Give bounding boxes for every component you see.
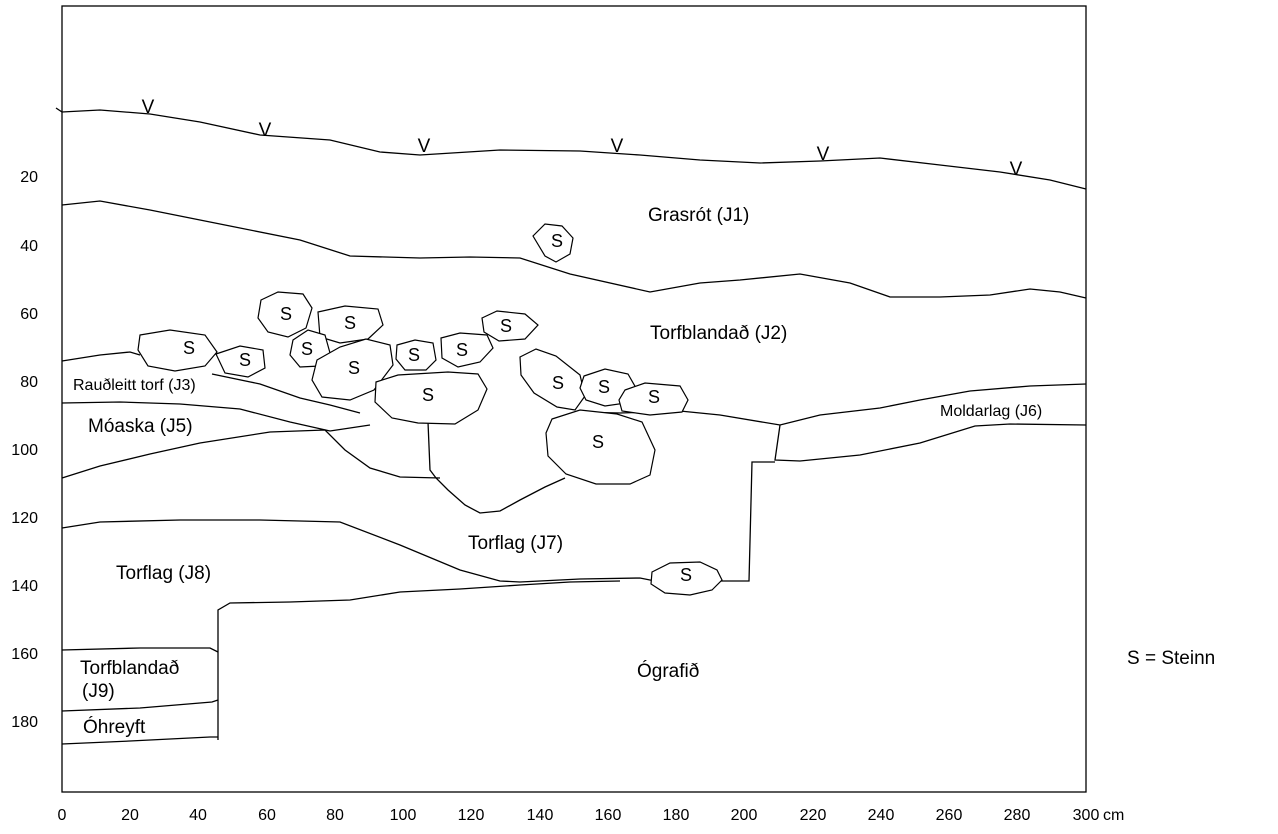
x-tick-label: 240	[868, 807, 895, 824]
stone	[650, 561, 723, 596]
x-tick-label: 300	[1073, 807, 1100, 824]
x-tick-label: 260	[936, 807, 963, 824]
x-axis: 0 20 40 60 80 100 120 140 160 180 200 22…	[58, 807, 1125, 824]
y-tick-label: 80	[20, 374, 38, 391]
stone	[374, 371, 488, 425]
stone	[311, 338, 394, 401]
stone-label: S	[592, 432, 604, 452]
layer-labels: Grasrót (J1) Torfblandað (J2) Rauðleitt …	[73, 205, 1042, 738]
layer-label-j3: Rauðleitt torf (J3)	[73, 377, 196, 394]
layer-label-j7: Torflag (J7)	[468, 533, 563, 554]
vegetation-mark: V	[142, 97, 155, 118]
layer-label-undisturbed: Óhreyft	[83, 716, 146, 738]
stone	[545, 409, 656, 485]
stone	[618, 382, 689, 416]
j2-lower-boundary	[211, 373, 361, 414]
stone	[395, 339, 437, 371]
x-tick-label: 20	[121, 807, 139, 824]
unexcavated-right-boundary	[720, 461, 775, 582]
j6-lower-boundary	[774, 423, 1087, 462]
x-tick-label: 140	[527, 807, 554, 824]
stone	[440, 332, 494, 368]
y-tick-label: 20	[20, 169, 38, 186]
x-tick-label: 180	[663, 807, 690, 824]
stone-label: S	[183, 338, 195, 358]
x-axis-unit: cm	[1103, 807, 1124, 824]
layer-label-j1: Grasrót (J1)	[648, 205, 749, 226]
layer-label-j5: Móaska (J5)	[88, 416, 193, 437]
stone	[481, 310, 539, 342]
stone-label: S	[239, 350, 251, 370]
stone-label: S	[408, 345, 420, 365]
stone	[257, 291, 313, 338]
stone	[137, 329, 218, 372]
stone-label: S	[500, 316, 512, 336]
j9-upper-boundary	[61, 647, 219, 653]
x-tick-label: 120	[458, 807, 485, 824]
stone	[519, 348, 586, 411]
y-tick-label: 120	[11, 510, 38, 527]
vegetation-marks: V V V V V V	[142, 97, 1023, 180]
y-tick-label: 60	[20, 306, 38, 323]
plot-frame	[61, 5, 1087, 793]
stone-label: S	[348, 358, 360, 378]
x-tick-label: 60	[258, 807, 276, 824]
y-tick-label: 40	[20, 238, 38, 255]
x-tick-label: 280	[1004, 807, 1031, 824]
layer-boundaries	[55, 107, 1087, 745]
stone-label: S	[456, 340, 468, 360]
layer-label-j2: Torfblandað (J2)	[650, 323, 787, 344]
x-tick-label: 0	[58, 807, 67, 824]
stone-label: S	[680, 565, 692, 585]
layer-label-unexcavated: Ógrafið	[637, 660, 699, 682]
legend-stone: S = Steinn	[1127, 648, 1215, 669]
x-tick-label: 160	[595, 807, 622, 824]
j7-pit-outline	[427, 421, 566, 514]
j5-lower-boundary	[61, 429, 441, 479]
y-tick-label: 140	[11, 578, 38, 595]
j1-j2-boundary	[61, 200, 1087, 299]
x-tick-label: 200	[731, 807, 758, 824]
stone-labels: S S S S S S S S S S S S S S S S	[183, 231, 692, 585]
x-tick-label: 80	[326, 807, 344, 824]
stone	[215, 345, 266, 378]
vegetation-mark: V	[259, 120, 272, 141]
j7-j8-boundary	[61, 519, 661, 583]
layer-label-j9-number: (J9)	[82, 681, 115, 702]
vegetation-mark: V	[1010, 159, 1023, 180]
j3-j5-boundary	[61, 401, 371, 432]
ground-surface-line	[55, 107, 1087, 190]
stone	[532, 223, 574, 263]
x-tick-label: 220	[800, 807, 827, 824]
stone-label: S	[280, 304, 292, 324]
layer-label-j6: Moldarlag (J6)	[940, 403, 1042, 420]
layer-label-j8: Torflag (J8)	[116, 563, 211, 584]
y-tick-label: 180	[11, 714, 38, 731]
stone-label: S	[648, 387, 660, 407]
undisturbed-lower-boundary	[61, 736, 218, 745]
stones	[137, 223, 723, 596]
stone-label: S	[422, 385, 434, 405]
vegetation-mark: V	[418, 136, 431, 157]
j9-lower-boundary	[61, 699, 219, 712]
x-tick-label: 40	[189, 807, 207, 824]
stone-label: S	[552, 373, 564, 393]
y-tick-label: 160	[11, 646, 38, 663]
stone-label: S	[344, 313, 356, 333]
stone-label: S	[301, 339, 313, 359]
y-tick-label: 100	[11, 442, 38, 459]
vegetation-mark: V	[817, 144, 830, 165]
j8-lower-boundary	[217, 580, 621, 740]
vegetation-mark: V	[611, 136, 624, 157]
x-tick-label: 100	[390, 807, 417, 824]
y-axis: 20 40 60 80 100 120 140 160 180	[11, 169, 38, 731]
stone-label: S	[551, 231, 563, 251]
layer-label-j9: Torfblandað	[80, 658, 179, 679]
j3-upper-boundary	[61, 351, 141, 362]
stone-label: S	[598, 377, 610, 397]
